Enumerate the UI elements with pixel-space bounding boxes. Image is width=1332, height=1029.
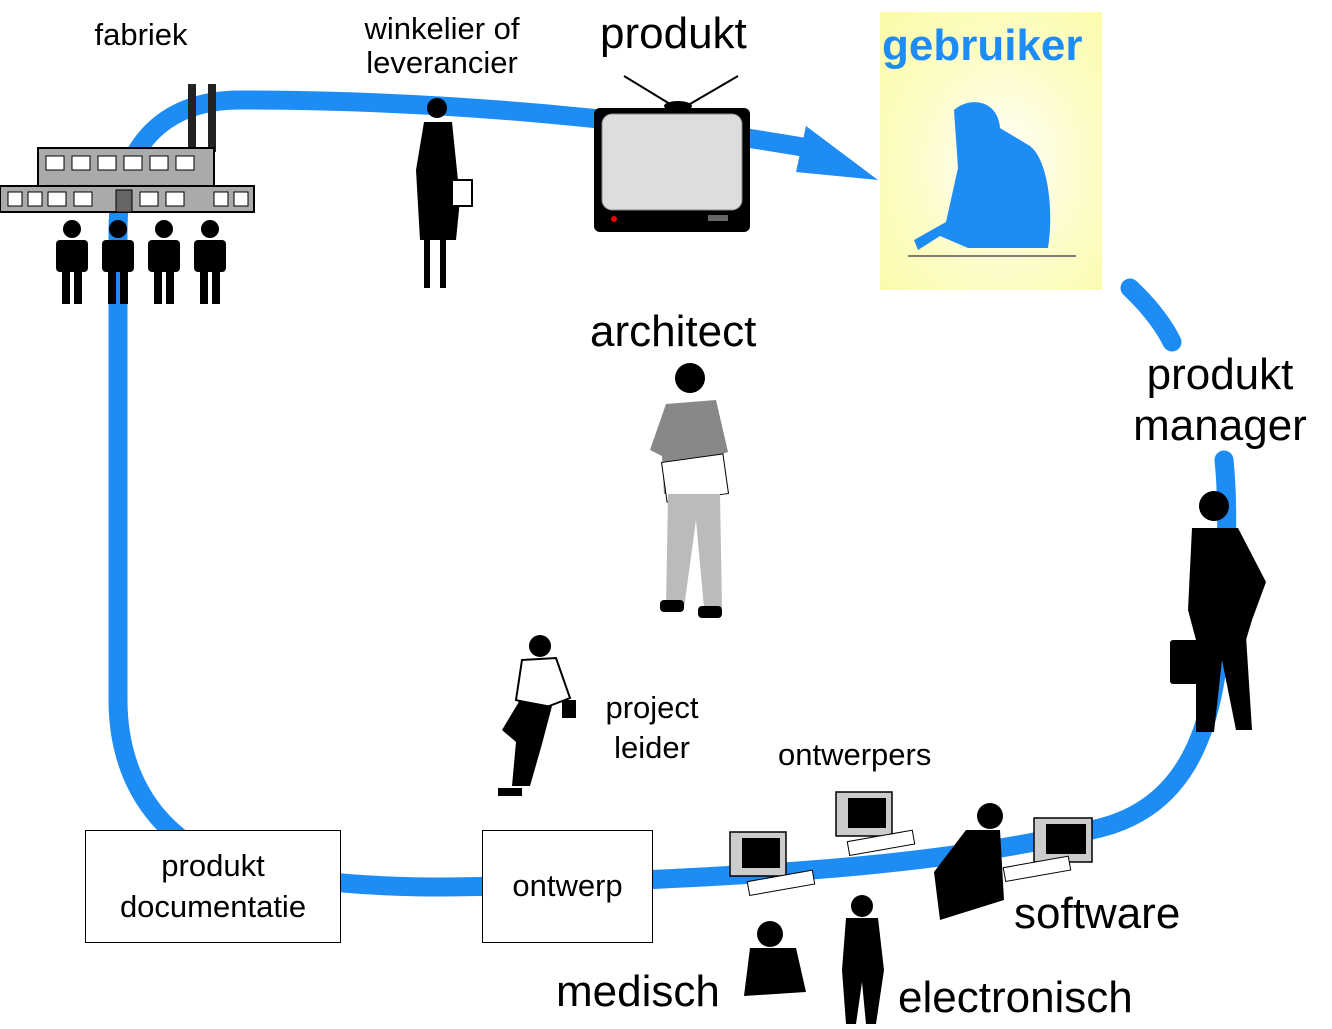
project-leader-icon xyxy=(498,635,576,796)
box-produkt-documentatie-line-2: documentatie xyxy=(119,888,307,924)
label-produkt-manager-line-1: produkt xyxy=(1146,350,1294,399)
box-produkt-documentatie-line-1: produkt xyxy=(161,848,265,884)
label-produkt-manager-line-2: manager xyxy=(1133,400,1307,450)
tv-icon xyxy=(594,75,750,232)
label-project-leider-line-2: leider xyxy=(614,730,690,766)
shopkeeper-icon xyxy=(416,98,473,288)
label-gebruiker: gebruiker xyxy=(882,21,1083,70)
box-ontwerp-label: ontwerp xyxy=(512,868,623,904)
label-winkelier: winkelier of leverancier xyxy=(322,11,562,81)
label-project-leider-line-1: project xyxy=(605,690,699,725)
label-winkelier-line-1: winkelier of xyxy=(364,11,520,46)
box-ontwerp: ontwerp xyxy=(482,830,653,943)
label-software: software xyxy=(1014,889,1181,938)
label-ontwerpers: ontwerpers xyxy=(778,737,932,772)
designer-icon xyxy=(744,803,1004,1024)
computer-icon xyxy=(729,791,1093,897)
worker-icon xyxy=(56,220,226,304)
label-medisch: medisch xyxy=(556,967,720,1016)
label-project-leider: project leider xyxy=(588,688,716,769)
label-produkt: produkt xyxy=(600,9,747,58)
flow-arrowhead-icon xyxy=(796,126,878,180)
label-winkelier-line-2: leverancier xyxy=(366,45,518,81)
flow-segment-manager xyxy=(1120,278,1182,352)
box-produkt-documentatie: produkt documentatie xyxy=(85,830,341,943)
architect-icon xyxy=(650,363,730,618)
label-produkt-manager: produkt manager xyxy=(1116,350,1324,451)
flow-loop-main xyxy=(108,90,1237,897)
label-fabriek: fabriek xyxy=(94,17,188,52)
label-architect: architect xyxy=(590,307,757,356)
label-electronisch: electronisch xyxy=(898,973,1133,1022)
factory-icon xyxy=(0,84,255,213)
manager-icon xyxy=(1170,491,1266,732)
user-icon xyxy=(908,102,1076,257)
